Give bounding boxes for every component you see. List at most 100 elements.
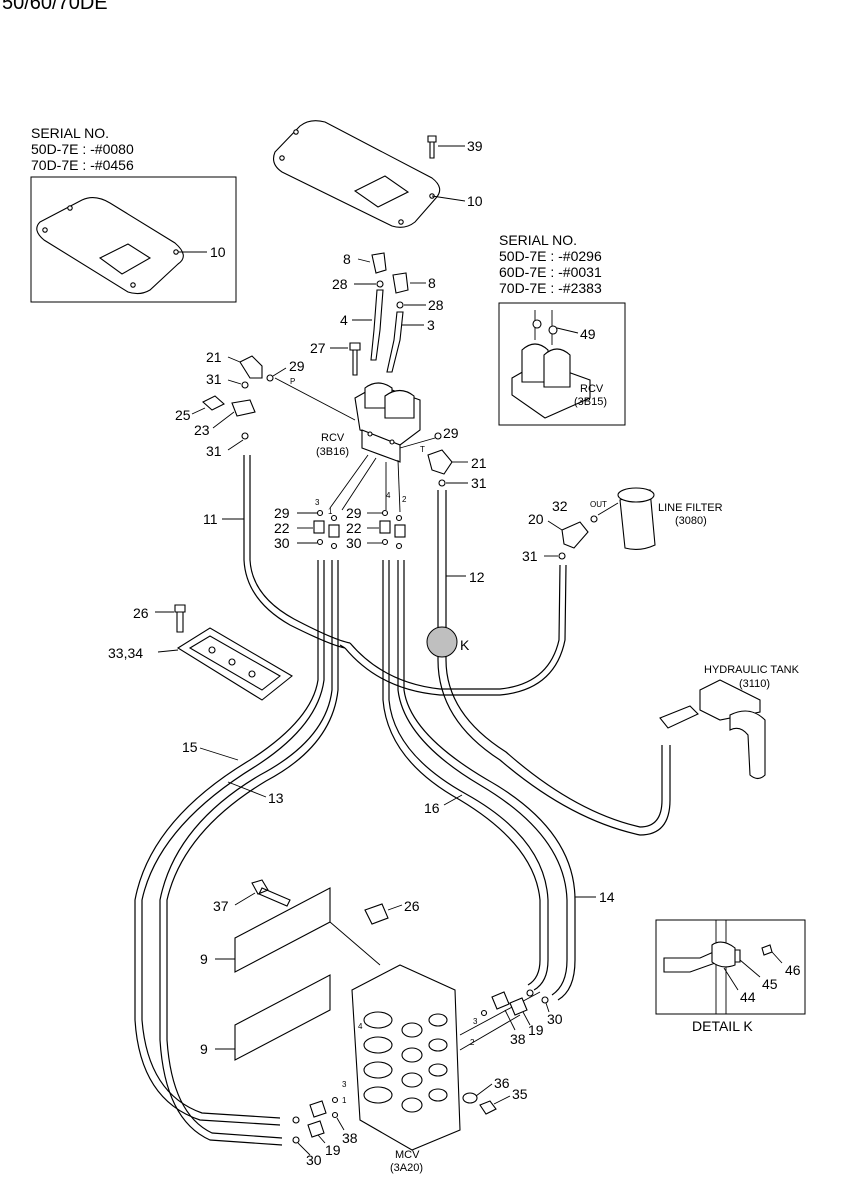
- leader-line: [227, 356, 241, 363]
- page-title: 50/60/70DE: [2, 0, 108, 14]
- leader-line: [597, 502, 619, 516]
- hose-11-edge: [249, 455, 351, 644]
- callout-22: 22: [274, 520, 290, 536]
- hose-16-edge: [388, 560, 549, 991]
- elbow-21: [427, 449, 453, 475]
- bolt-hole: [279, 155, 285, 161]
- callout-33-34: 33,34: [108, 645, 143, 661]
- callout-9: 9: [200, 1041, 208, 1057]
- oring-29: [381, 509, 389, 517]
- leader-line: [443, 794, 463, 806]
- serial-heading: SERIAL NO.: [31, 125, 110, 141]
- callout-29: 29: [274, 505, 290, 521]
- callout-9: 9: [200, 951, 208, 967]
- port: [367, 431, 373, 437]
- callout-28: 28: [332, 276, 348, 292]
- mcv-label: MCV: [395, 1149, 420, 1161]
- leader-line: [297, 1142, 311, 1156]
- callout-8: 8: [343, 251, 351, 267]
- hydraulic-tank-port: [699, 679, 761, 721]
- leader-line: [459, 991, 541, 1036]
- port-label-3: 3: [315, 498, 320, 507]
- bolt-hole: [67, 205, 73, 211]
- leader-line: [227, 781, 267, 798]
- leader-line: [493, 1095, 511, 1105]
- hose-11-return-edge: [349, 564, 561, 690]
- bolt-hole: [398, 219, 404, 225]
- adapter-22: [394, 524, 406, 538]
- leader-line: [336, 1117, 345, 1131]
- port-label-p: P: [290, 377, 295, 386]
- leader-line: [212, 411, 235, 429]
- nut-28: [376, 280, 384, 288]
- washer-36: [462, 1092, 478, 1104]
- nut-49: [548, 325, 558, 335]
- oring-29: [434, 432, 442, 440]
- bolt-27: [349, 342, 361, 376]
- port-label-3: 3: [342, 1080, 347, 1089]
- leader-line: [545, 1002, 550, 1013]
- callout-36: 36: [494, 1075, 510, 1091]
- leader-line: [272, 367, 287, 377]
- oring: [480, 1009, 488, 1017]
- callout-28: 28: [428, 297, 444, 313]
- callout-3: 3: [427, 317, 435, 333]
- leader-line: [317, 1134, 326, 1144]
- bolt-hole: [208, 646, 216, 654]
- callout-27: 27: [310, 340, 326, 356]
- bolt-hole: [173, 249, 179, 255]
- leader-line: [357, 258, 371, 263]
- line-filter-head: [617, 487, 655, 503]
- callout-39: 39: [467, 138, 483, 154]
- port-label-t: T: [420, 445, 425, 454]
- oring-29: [330, 514, 338, 522]
- callout-44: 44: [740, 989, 756, 1005]
- callout-19: 19: [528, 1022, 544, 1038]
- port-label-out: OUT: [590, 500, 607, 509]
- callout-15: 15: [182, 739, 198, 755]
- callout-8: 8: [428, 275, 436, 291]
- callout-20: 20: [528, 511, 544, 527]
- hose-14: [397, 560, 568, 996]
- oring-30: [292, 1136, 300, 1144]
- rcv-inset-boot: [543, 348, 571, 388]
- detail-k-marker: [426, 626, 458, 658]
- tee-23: [231, 399, 256, 417]
- port: [389, 439, 395, 445]
- serial-line: 50D-7E : -#0080: [31, 141, 134, 157]
- leader-line: [504, 1009, 516, 1031]
- callout-49: 49: [580, 326, 596, 342]
- line-filter-label: LINE FILTER: [658, 502, 723, 514]
- callout-30: 30: [346, 535, 362, 551]
- callout-37: 37: [213, 898, 229, 914]
- hose-15-edge: [141, 560, 325, 1119]
- adapter: [491, 991, 510, 1010]
- leader-line: [387, 904, 403, 911]
- oring-30: [541, 996, 549, 1004]
- oring-30: [292, 1116, 300, 1124]
- leader-line: [556, 327, 579, 334]
- leader-line: [547, 520, 563, 531]
- leader-line: [397, 459, 401, 513]
- knob-8: [392, 272, 409, 294]
- bolt-46: [761, 944, 773, 956]
- leader-line: [157, 649, 179, 653]
- callout-31: 31: [522, 548, 538, 564]
- adapter-22: [379, 520, 391, 534]
- serial-note-right: SERIAL NO. 50D-7E : -#0296 60D-7E : -#00…: [499, 232, 602, 296]
- rcv-inset-label: RCV: [580, 383, 604, 395]
- leader-line: [341, 457, 377, 511]
- leader-line: [199, 747, 239, 761]
- hydraulic-tank-code: (3110): [739, 678, 770, 690]
- callout-30: 30: [306, 1152, 322, 1168]
- callout-32: 32: [552, 498, 568, 514]
- elbow-20: [561, 521, 589, 549]
- callout-21: 21: [471, 455, 487, 471]
- oring-32: [590, 515, 598, 523]
- serial-line: 70D-7E : -#0456: [31, 157, 134, 173]
- hydraulic-tank-pipe: [729, 710, 766, 780]
- lever-4: [370, 289, 384, 361]
- leader-line: [191, 407, 206, 415]
- serial-heading: SERIAL NO.: [499, 232, 578, 248]
